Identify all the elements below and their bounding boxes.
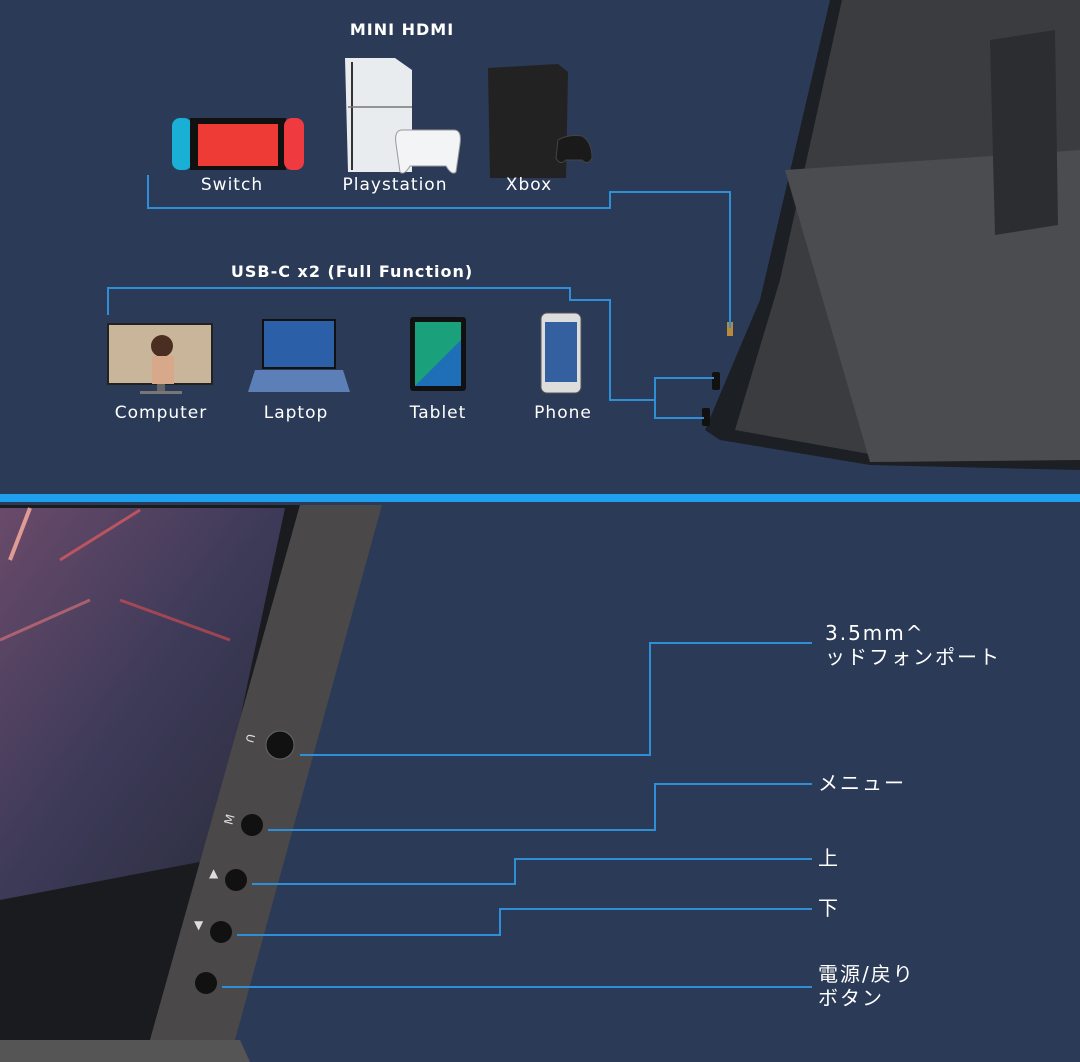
computer-icon <box>107 323 213 394</box>
menu-line <box>268 783 812 831</box>
playstation-icon <box>345 58 461 174</box>
side-panel <box>150 505 382 1040</box>
up-label: 上 <box>818 846 840 870</box>
menu-button <box>241 814 263 836</box>
device-label-playstation: Playstation <box>342 175 448 195</box>
section-divider <box>0 494 1080 502</box>
laptop-icon <box>248 319 350 392</box>
xbox-icon <box>488 64 593 178</box>
svg-text:∩: ∩ <box>241 731 259 745</box>
usbc-port-2 <box>702 408 710 426</box>
monitor-side-view: ∩ <box>0 505 382 1062</box>
usbc-title: USB-C x2 (Full Function) <box>230 262 474 281</box>
power-button <box>195 972 217 994</box>
device-label-computer: Computer <box>114 403 208 423</box>
headphone-label-line1: 3.5mm^ <box>825 621 925 645</box>
device-label-phone: Phone <box>534 403 592 423</box>
up-button <box>225 869 247 891</box>
device-label-tablet: Tablet <box>409 403 467 423</box>
device-label-switch: Switch <box>200 175 264 195</box>
headphone-jack <box>265 730 295 760</box>
usbc-port-1 <box>712 372 720 390</box>
usbc-connector-line-2 <box>654 400 704 419</box>
headphone-line <box>300 642 812 756</box>
down-button <box>210 921 232 943</box>
power-label-line2: ボタン <box>818 986 884 1010</box>
power-label-line1: 電源/戻り <box>818 962 915 986</box>
up-mark: ▲ <box>209 866 220 880</box>
monitor-back-view <box>702 0 1080 470</box>
up-line <box>252 858 812 885</box>
device-label-xbox: Xbox <box>505 175 553 195</box>
headphone-port-label: 3.5mm^ ッドフォンポート <box>825 621 1001 669</box>
nintendo-switch-icon <box>172 118 304 170</box>
down-line <box>237 908 812 936</box>
device-label-laptop: Laptop <box>263 403 329 423</box>
down-label: 下 <box>818 896 840 920</box>
hdmi-title: MINI HDMI <box>349 20 455 39</box>
mini-hdmi-port <box>727 322 733 336</box>
hdmi-connector-line <box>147 175 731 328</box>
tablet-icon <box>410 317 466 391</box>
down-mark: ▼ <box>194 918 205 932</box>
menu-label: メニュー <box>818 771 906 795</box>
phone-icon <box>540 312 582 394</box>
usbc-connector-line-1 <box>107 287 714 401</box>
headphone-label-line2: ッドフォンポート <box>825 645 1001 669</box>
power-back-label: 電源/戻り ボタン <box>818 962 915 1010</box>
